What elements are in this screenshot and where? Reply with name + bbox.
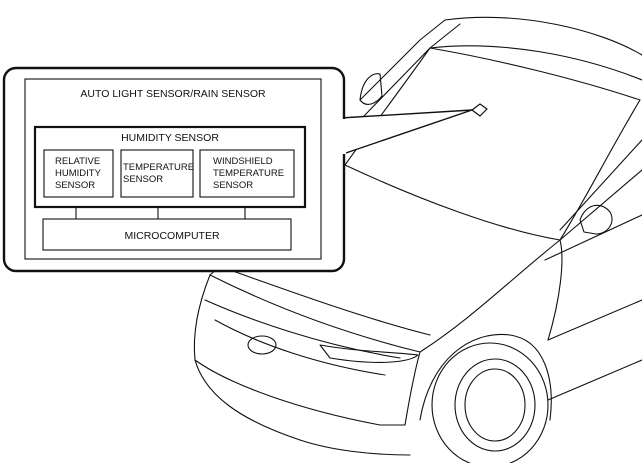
callout-pointer — [339, 109, 473, 156]
callout: AUTO LIGHT SENSOR/RAIN SENSOR HUMIDITY S… — [2, 66, 473, 273]
relative-humidity-sensor-label: RELATIVE HUMIDITY SENSOR — [55, 156, 103, 191]
auto-light-rain-sensor-label: AUTO LIGHT SENSOR/RAIN SENSOR — [80, 88, 266, 100]
right-mirror — [579, 204, 613, 235]
front-rim — [454, 358, 536, 452]
connector-lines — [75, 207, 246, 219]
left-mirror — [359, 73, 383, 105]
relative-humidity-sensor-box — [43, 149, 114, 198]
vehicle-drawing — [193, 16, 642, 463]
windshield-temperature-sensor-label: WINDSHIELD TEMPERATURE SENSOR — [213, 156, 287, 191]
sensor-marker — [471, 103, 488, 117]
temperature-sensor-box — [120, 149, 194, 198]
microcomputer-label: MICROCOMPUTER — [124, 230, 219, 242]
temperature-sensor-label: TEMPERATURE SENSOR — [123, 162, 197, 185]
wheel-arch — [419, 333, 552, 421]
callout-frame — [2, 66, 346, 273]
windshield-temperature-sensor-box — [199, 149, 295, 198]
fog-light — [247, 335, 277, 355]
humidity-sensor-box — [33, 125, 307, 209]
humidity-sensor-label: HUMIDITY SENSOR — [121, 132, 219, 144]
headlight — [319, 344, 419, 363]
auto-light-rain-sensor-box — [24, 78, 322, 260]
microcomputer-box — [42, 218, 292, 251]
front-tire — [431, 342, 549, 463]
